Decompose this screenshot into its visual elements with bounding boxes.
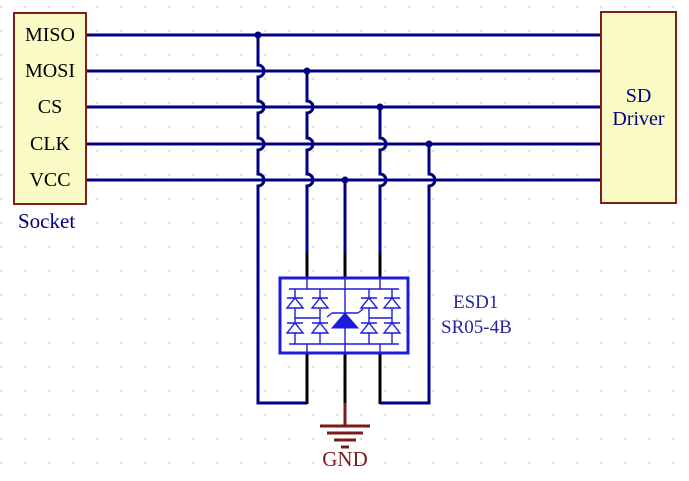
- esd-designator-label: ESD1: [453, 292, 499, 313]
- horizontal-net-wires: [87, 33, 600, 182]
- cs-junction-dot: [376, 103, 384, 111]
- socket-label: Socket: [18, 209, 76, 233]
- pin-label-vcc: VCC: [29, 169, 71, 191]
- sd-driver-label-line1: SD: [625, 84, 652, 107]
- pin-label-clk: CLK: [30, 133, 70, 155]
- sd-driver-label-line2: Driver: [612, 107, 665, 130]
- pin-label-mosi: MOSI: [24, 60, 75, 82]
- pin-label-miso: MISO: [24, 24, 75, 46]
- diode-pair-2-icon: [310, 289, 330, 344]
- sd-driver-component-box: [600, 11, 677, 204]
- pin-label-cs: CS: [37, 96, 63, 118]
- esd-inner-pin-stubs: [306, 278, 381, 353]
- mosi-drop-wire: [305, 71, 315, 253]
- esd-component: [278, 276, 410, 355]
- tvs-diode-icon: [326, 289, 364, 344]
- diode-pair-3-icon: [359, 289, 379, 344]
- mosi-junction-dot: [303, 67, 311, 75]
- gnd-label: GND: [322, 447, 368, 471]
- clk-drop-wire: [380, 144, 437, 405]
- sd-driver-label: SD Driver: [600, 11, 677, 204]
- vcc-junction-dot: [341, 176, 349, 184]
- miso-drop-wire: [256, 35, 307, 405]
- junction-dots: [254, 31, 433, 184]
- esd-part-number-label: SR05-4B: [441, 317, 512, 338]
- cs-drop-wire: [378, 107, 388, 253]
- diode-pair-1-icon: [285, 289, 305, 344]
- clk-junction-dot: [425, 140, 433, 148]
- socket-component-box: [13, 12, 87, 205]
- ground-symbol-icon: [320, 403, 370, 449]
- diode-pair-4-icon: [382, 289, 402, 344]
- miso-junction-dot: [254, 31, 262, 39]
- esd-pin-leads: [305, 253, 382, 404]
- vertical-drop-wires: [256, 35, 437, 405]
